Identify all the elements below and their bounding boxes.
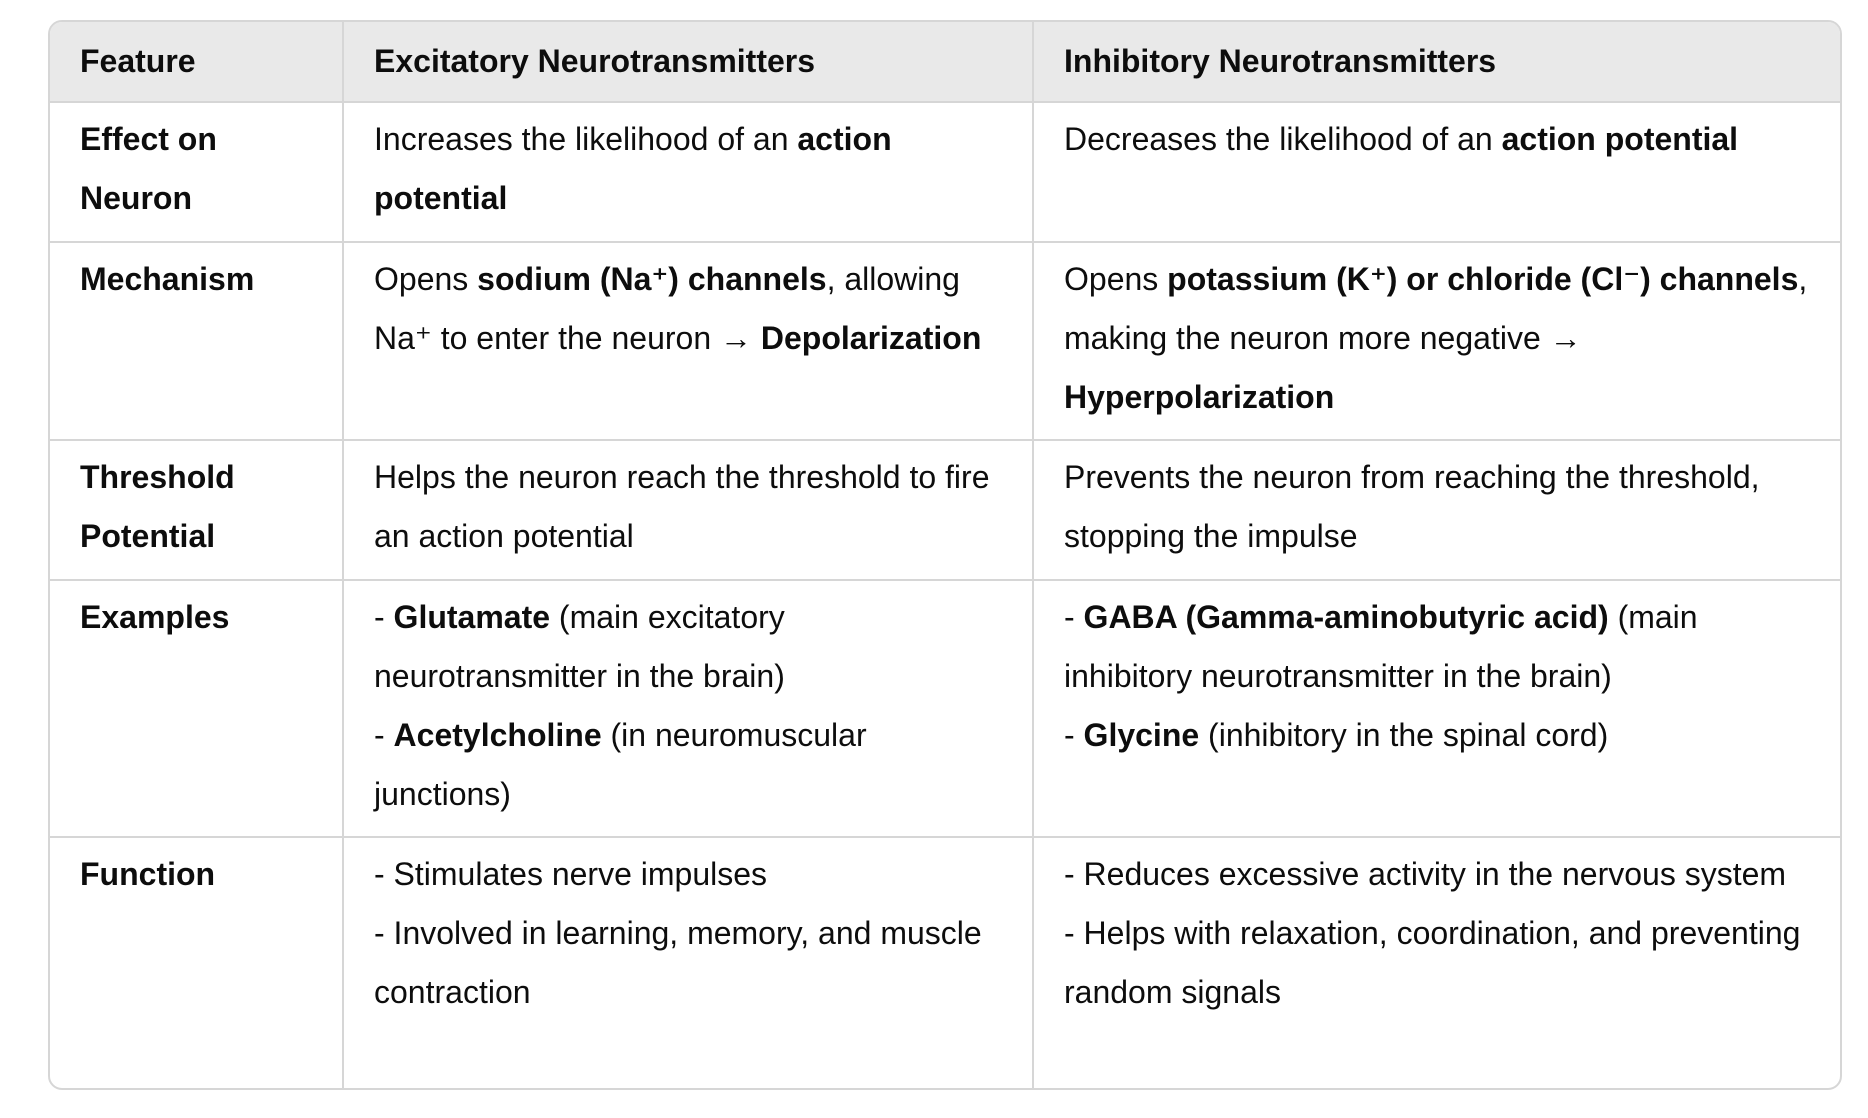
- table-body: Effect on Neuron Increases the likelihoo…: [50, 102, 1840, 1088]
- list-item: - Acetylcholine (in neuromuscular juncti…: [374, 706, 1002, 824]
- cell-text: Opens: [1064, 261, 1168, 297]
- cell-bold-text: Hyperpolarization: [1064, 379, 1335, 415]
- comparison-table-container: Feature Excitatory Neurotransmitters Inh…: [48, 20, 1842, 1090]
- excitatory-cell: - Stimulates nerve impulses - Involved i…: [342, 836, 1033, 1088]
- cell-text: (main excitatory neurotransmitter in the…: [374, 599, 785, 694]
- cell-text: (inhibitory in the spinal cord): [1199, 717, 1609, 753]
- list-dash: -: [1064, 599, 1084, 635]
- list-item: - GABA (Gamma-aminobutyric acid) (main i…: [1064, 588, 1810, 706]
- cell-bold-text: GABA (Gamma-aminobutyric acid): [1083, 599, 1609, 635]
- cell-bold-text: potassium (K⁺) or chloride (Cl⁻) channel…: [1167, 261, 1799, 297]
- feature-cell: Examples: [50, 579, 343, 837]
- cell-text: (main inhibitory neurotransmitter in the…: [1064, 599, 1698, 694]
- feature-cell: Function: [50, 836, 343, 1088]
- header-row: Feature Excitatory Neurotransmitters Inh…: [50, 22, 1840, 103]
- inhibitory-cell: - Reduces excessive activity in the nerv…: [1032, 836, 1840, 1088]
- comparison-table: Feature Excitatory Neurotransmitters Inh…: [50, 22, 1840, 1088]
- table-row-threshold: Threshold Potential Helps the neuron rea…: [50, 439, 1840, 580]
- cell-bold-text: Glutamate: [393, 599, 551, 635]
- table-header: Feature Excitatory Neurotransmitters Inh…: [50, 22, 1840, 103]
- list-dash: -: [1064, 717, 1084, 753]
- feature-cell: Mechanism: [50, 241, 343, 440]
- cell-text: (in neuromuscular junctions): [374, 717, 867, 812]
- cell-bold-text: Depolarization: [760, 320, 982, 356]
- list-dash: -: [374, 599, 394, 635]
- cell-text: Decreases the likelihood of an: [1064, 121, 1502, 157]
- table-row-function: Function - Stimulates nerve impulses - I…: [50, 836, 1840, 1088]
- header-excitatory: Excitatory Neurotransmitters: [342, 22, 1033, 103]
- header-feature: Feature: [50, 22, 343, 103]
- inhibitory-cell: Opens potassium (K⁺) or chloride (Cl⁻) c…: [1032, 241, 1840, 440]
- cell-text: Increases the likelihood of an: [374, 121, 798, 157]
- excitatory-cell: Increases the likelihood of an action po…: [342, 102, 1033, 242]
- list-item: - Glutamate (main excitatory neurotransm…: [374, 588, 1002, 706]
- inhibitory-cell: Prevents the neuron from reaching the th…: [1032, 439, 1840, 580]
- table-row-effect: Effect on Neuron Increases the likelihoo…: [50, 102, 1840, 242]
- feature-cell: Effect on Neuron: [80, 121, 217, 216]
- cell-text: Opens: [374, 261, 478, 297]
- list-item: - Helps with relaxation, coordination, a…: [1064, 915, 1801, 1010]
- inhibitory-cell: Decreases the likelihood of an action po…: [1032, 102, 1840, 242]
- list-item: - Glycine (inhibitory in the spinal cord…: [1064, 706, 1810, 765]
- cell-text: , allowing Na⁺ to enter the neuron →: [374, 261, 960, 356]
- list-item: - Involved in learning, memory, and musc…: [374, 915, 982, 1010]
- list-item: - Stimulates nerve impulses: [374, 856, 768, 892]
- cell-bold-text: Acetylcholine: [393, 717, 602, 753]
- excitatory-cell: Helps the neuron reach the threshold to …: [342, 439, 1033, 580]
- header-inhibitory: Inhibitory Neurotransmitters: [1032, 22, 1840, 103]
- list-dash: -: [374, 717, 394, 753]
- cell-bold-text: action potential: [374, 121, 892, 216]
- cell-bold-text: sodium (Na⁺) channels: [477, 261, 827, 297]
- table-row-mechanism: Mechanism Opens sodium (Na⁺) channels, a…: [50, 241, 1840, 440]
- inhibitory-cell: - GABA (Gamma-aminobutyric acid) (main i…: [1032, 579, 1840, 837]
- feature-cell: Threshold Potential: [50, 439, 343, 580]
- cell-bold-text: action potential: [1501, 121, 1739, 157]
- cell-bold-text: Glycine: [1083, 717, 1200, 753]
- excitatory-cell: - Glutamate (main excitatory neurotransm…: [342, 579, 1033, 837]
- table-row-examples: Examples - Glutamate (main excitatory ne…: [50, 579, 1840, 837]
- cell-text: , making the neuron more negative →: [1064, 261, 1808, 356]
- list-item: - Reduces excessive activity in the nerv…: [1064, 856, 1787, 892]
- excitatory-cell: Opens sodium (Na⁺) channels, allowing Na…: [342, 241, 1033, 440]
